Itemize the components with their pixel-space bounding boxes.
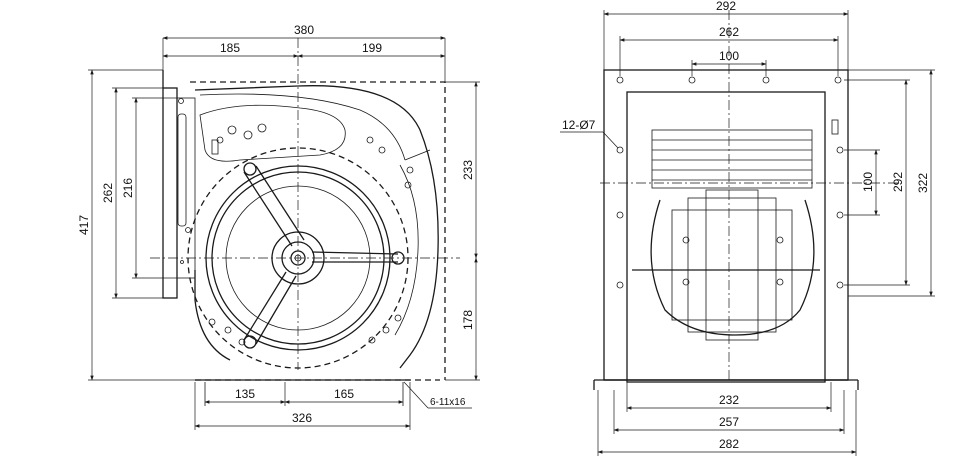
- side-housing: [190, 81, 446, 381]
- dim-185: 185: [220, 41, 240, 55]
- dim-178: 178: [461, 310, 475, 330]
- dim-292-right: 292: [891, 172, 905, 192]
- dim-292-top: 292: [716, 0, 736, 13]
- dim-100-right: 100: [861, 172, 875, 192]
- front-view: 292 262 100 12-Ø7 100 292: [560, 0, 935, 456]
- dim-322: 322: [916, 173, 930, 193]
- side-centerlines: [150, 38, 460, 370]
- side-dimensions: 380 185 199 417 262 216 233: [77, 23, 480, 430]
- dim-199: 199: [362, 41, 382, 55]
- dim-233: 233: [461, 160, 475, 180]
- dim-100-top: 100: [719, 49, 739, 63]
- front-motor: [632, 119, 839, 341]
- note-holes: 12-Ø7: [562, 118, 596, 132]
- dim-216: 216: [121, 178, 135, 198]
- front-holes: [616, 76, 844, 289]
- front-centerlines: [600, 10, 900, 380]
- dim-282: 282: [719, 437, 739, 451]
- dim-135: 135: [235, 387, 255, 401]
- dim-262-side: 262: [101, 183, 115, 203]
- dim-326: 326: [292, 411, 312, 425]
- side-arms: [243, 162, 405, 349]
- dim-257: 257: [719, 415, 739, 429]
- dim-165: 165: [334, 387, 354, 401]
- front-flange: [593, 69, 859, 390]
- dim-232: 232: [719, 393, 739, 407]
- front-dimensions: 292 262 100 12-Ø7 100 292: [560, 0, 935, 456]
- dim-262-front: 262: [719, 25, 739, 39]
- dim-380: 380: [294, 23, 314, 37]
- side-flange: [162, 70, 196, 299]
- side-view: 380 185 199 417 262 216 233: [77, 23, 480, 430]
- note-slots: 6-11x16: [430, 397, 466, 408]
- dim-417: 417: [77, 215, 91, 235]
